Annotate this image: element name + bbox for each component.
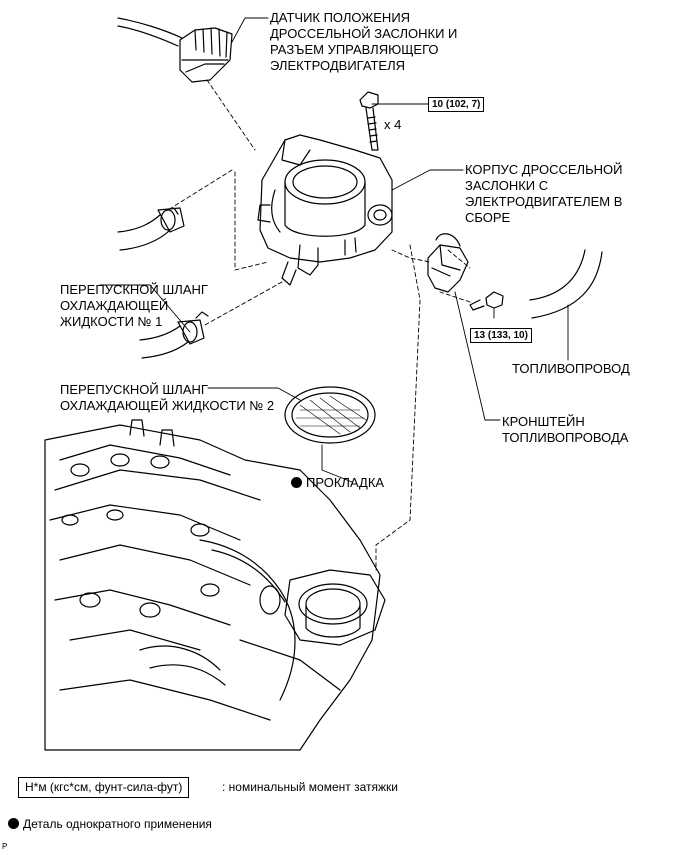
label-sensor-connector: ДАТЧИК ПОЛОЖЕНИЯ ДРОССЕЛЬНОЙ ЗАСЛОНКИ И … xyxy=(270,10,458,73)
bypass-hose-2-part xyxy=(139,311,209,359)
sensor-connector-part xyxy=(117,17,233,83)
legend-single-use-text: Деталь однократного применения xyxy=(23,817,212,831)
label-bypass-hose-2: ПЕРЕПУСКНОЙ ШЛАНГ ОХЛАЖДАЮЩЕЙ ЖИДКОСТИ №… xyxy=(60,382,275,413)
label-gasket-text: ПРОКЛАДКА xyxy=(306,475,385,490)
legend-torque-description: : номинальный момент затяжки xyxy=(222,780,398,794)
label-bolt-quantity: x 4 xyxy=(384,117,402,132)
bypass-hose-1-part xyxy=(117,207,185,251)
bracket-bolt-part xyxy=(469,291,504,311)
fuel-pipe-part xyxy=(529,249,603,319)
label-fuel-pipe: ТОПЛИВОПРОВОД xyxy=(512,361,630,376)
gasket-part xyxy=(284,386,376,444)
fuel-pipe-bracket-part xyxy=(427,233,469,293)
engine-block-part xyxy=(44,419,386,751)
leader-lines xyxy=(99,17,569,483)
label-throttle-body: КОРПУС ДРОССЕЛЬНОЙ ЗАСЛОНКИ С ЭЛЕКТРОДВИ… xyxy=(465,162,623,225)
single-use-legend-icon xyxy=(8,818,19,829)
label-fuel-pipe-bracket: КРОНШТЕЙН ТОПЛИВОПРОВОДА xyxy=(502,414,629,445)
single-use-marker-icon xyxy=(291,477,302,488)
alignment-lines xyxy=(167,79,471,571)
legend-torque-units: Н*м (кгс*см, фунт-сила-фут) xyxy=(18,777,190,798)
corner-mark: P xyxy=(2,842,8,851)
legend-single-use: Деталь однократного применения xyxy=(8,817,212,832)
label-gasket: ПРОКЛАДКА xyxy=(291,475,384,491)
label-bypass-hose-1: ПЕРЕПУСКНОЙ ШЛАНГ ОХЛАЖДАЮЩЕЙ ЖИДКОСТИ №… xyxy=(60,282,208,329)
torque-spec-throttle-bolt: 10 (102, 7) xyxy=(428,97,485,112)
throttle-bolt-part xyxy=(359,91,379,151)
torque-spec-bracket-bolt: 13 (133, 10) xyxy=(470,328,532,343)
throttle-body-part xyxy=(257,134,393,286)
